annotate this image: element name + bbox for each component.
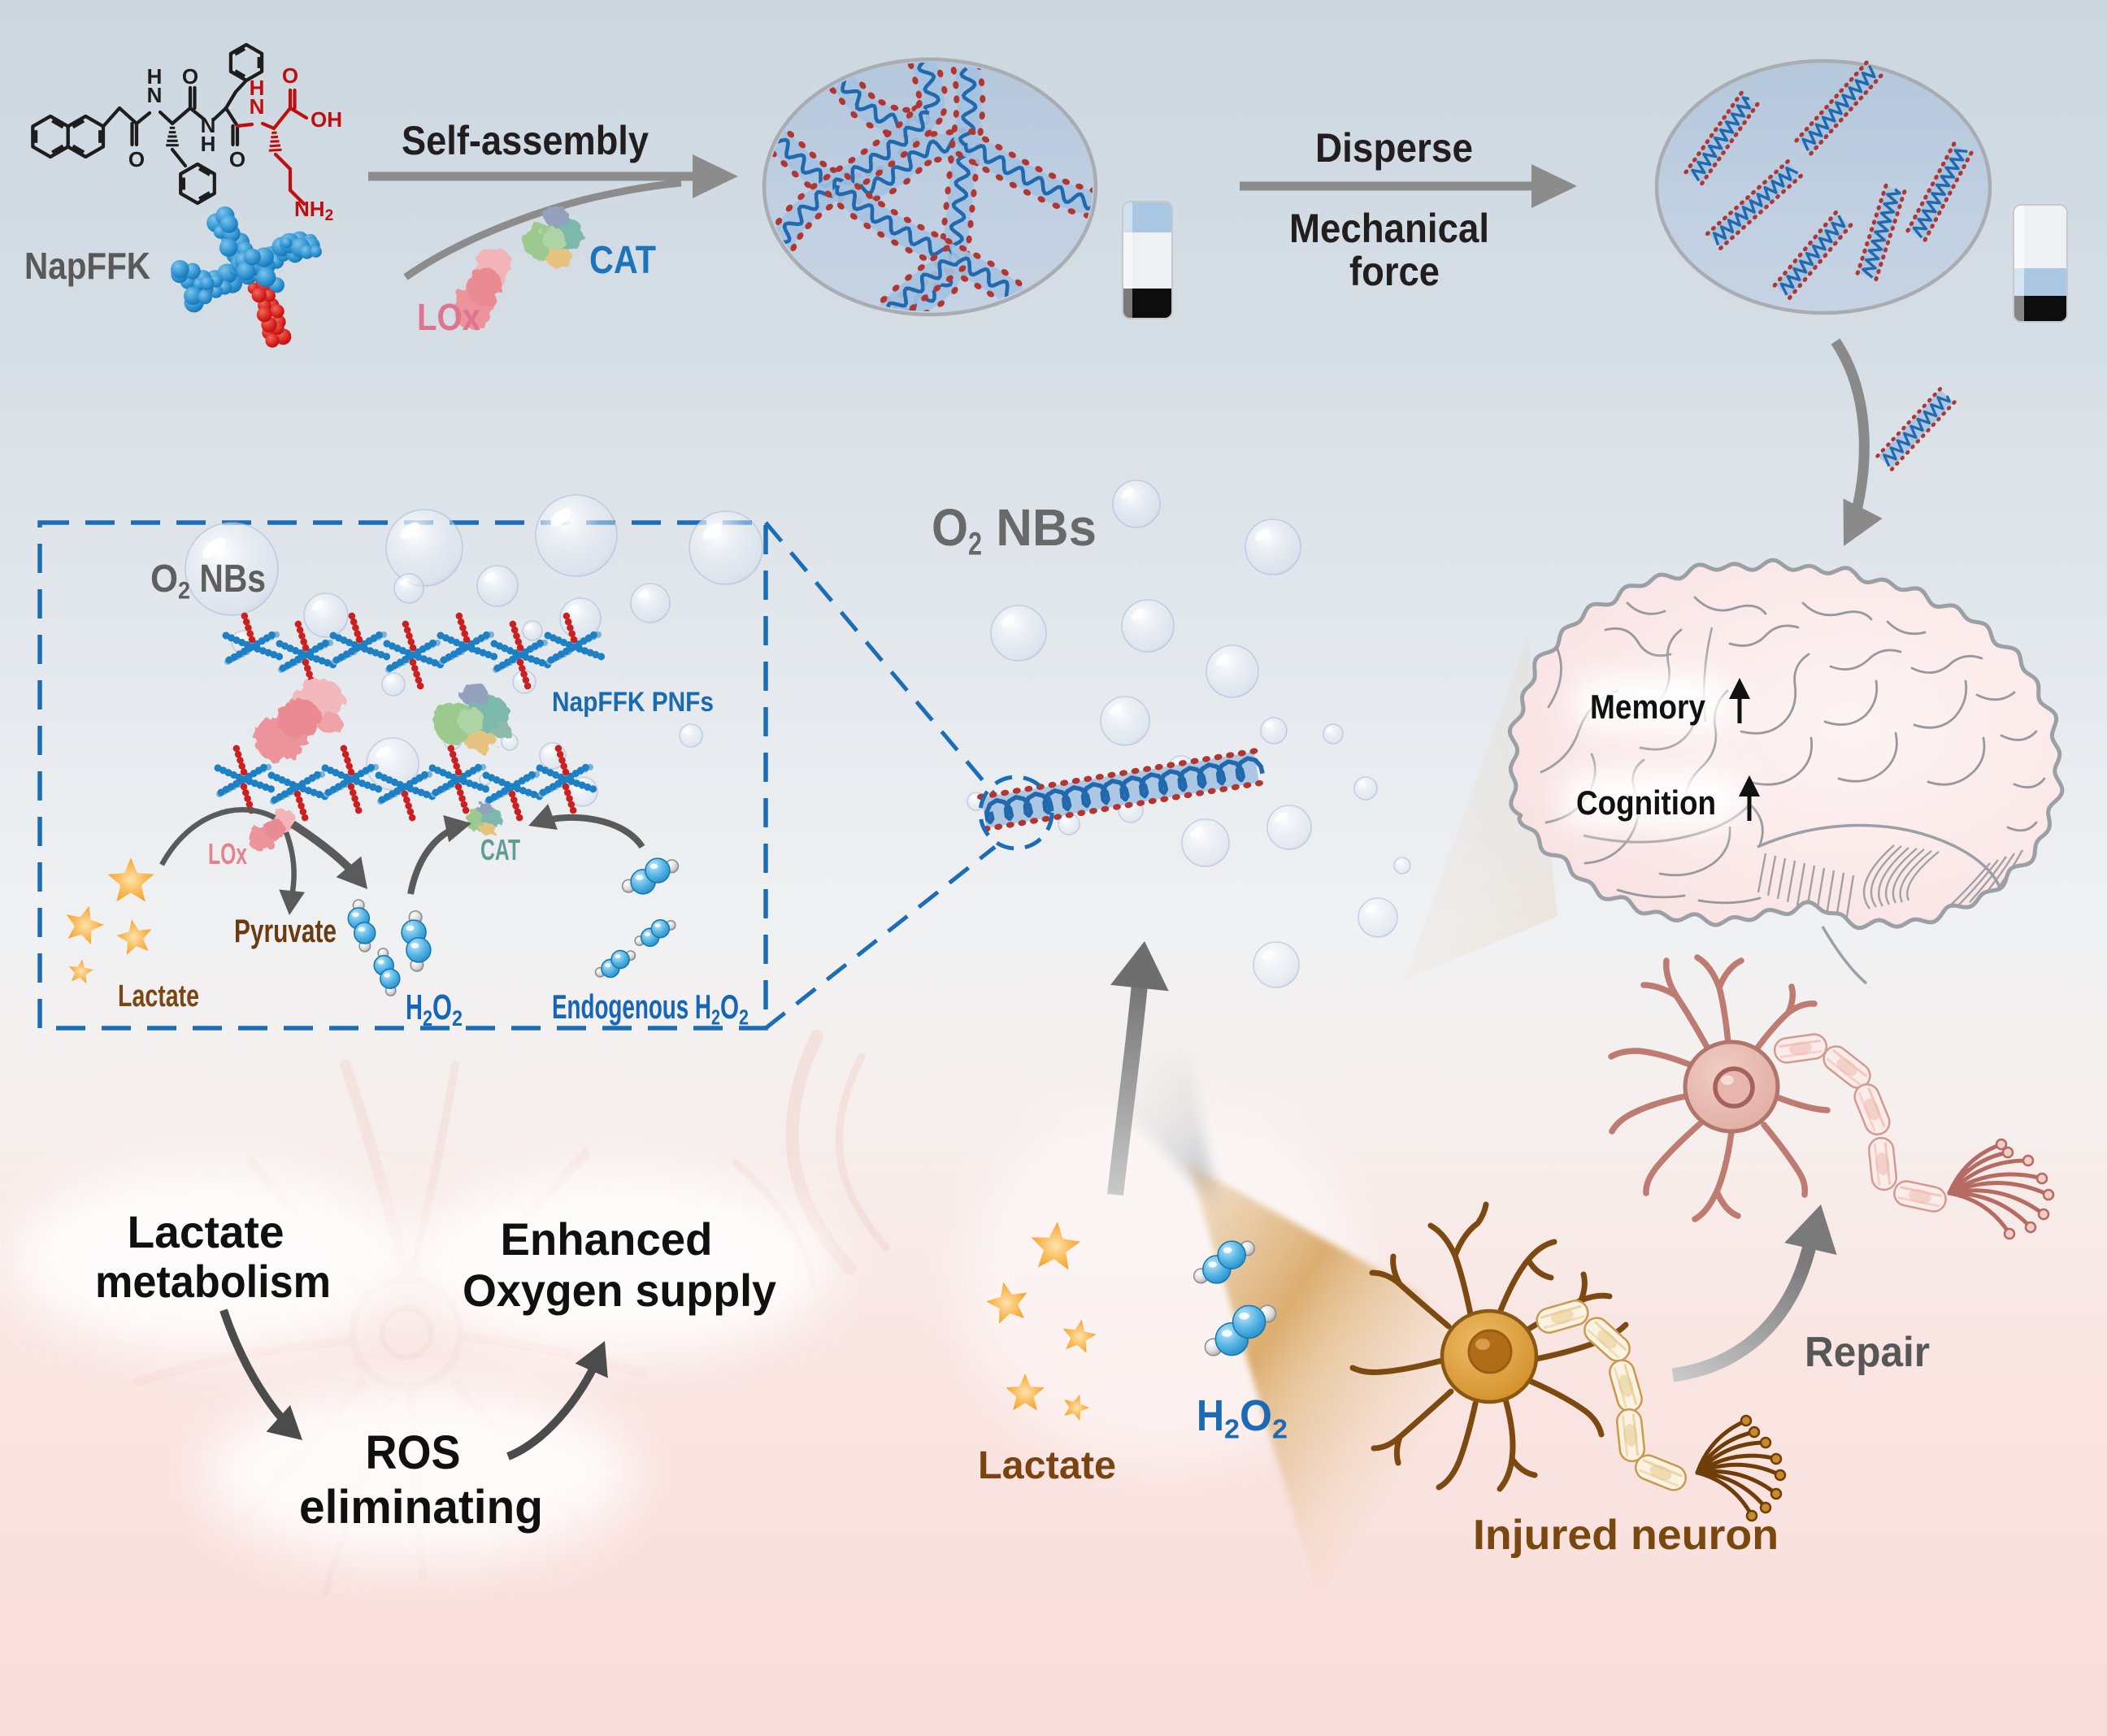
svg-text:Lactate: Lactate: [128, 1206, 285, 1257]
svg-text:N: N: [201, 113, 216, 137]
svg-text:Enhanced: Enhanced: [501, 1213, 713, 1265]
svg-text:force: force: [1349, 249, 1440, 294]
svg-text:Lactate: Lactate: [118, 979, 199, 1013]
svg-text:Lactate: Lactate: [978, 1444, 1116, 1487]
svg-text:NBs: NBs: [190, 558, 266, 601]
svg-text:eliminating: eliminating: [299, 1481, 543, 1534]
svg-text:H: H: [250, 76, 265, 100]
svg-text:H: H: [147, 64, 163, 89]
svg-text:O: O: [932, 498, 968, 557]
svg-text:NBs: NBs: [982, 498, 1097, 557]
svg-text:O: O: [282, 63, 298, 88]
svg-text:2: 2: [423, 1006, 432, 1031]
svg-text:O: O: [720, 987, 739, 1026]
svg-text:O: O: [182, 64, 198, 89]
svg-text:H: H: [1197, 1391, 1224, 1440]
svg-text:O: O: [229, 147, 245, 171]
svg-text:2: 2: [968, 527, 982, 562]
svg-text:CAT: CAT: [480, 833, 520, 866]
svg-text:2: 2: [711, 1005, 720, 1030]
svg-text:O: O: [432, 987, 452, 1027]
svg-text:Endogenous H: Endogenous H: [552, 987, 711, 1026]
svg-text:2: 2: [739, 1005, 749, 1030]
svg-text:O: O: [150, 558, 178, 601]
svg-text:H: H: [406, 987, 423, 1027]
svg-text:ROS: ROS: [366, 1426, 461, 1479]
svg-text:NapFFK: NapFFK: [24, 245, 150, 287]
svg-text:2: 2: [1272, 1414, 1288, 1444]
svg-text:LOx: LOx: [208, 837, 247, 870]
svg-text:metabolism: metabolism: [95, 1256, 331, 1307]
svg-text:N: N: [250, 94, 265, 119]
svg-text:O: O: [1240, 1391, 1272, 1440]
svg-text:O: O: [128, 147, 145, 171]
svg-text:Pyruvate: Pyruvate: [234, 914, 337, 949]
svg-text:H: H: [201, 132, 216, 156]
svg-text:LOx: LOx: [417, 296, 480, 338]
svg-text:OH: OH: [311, 107, 342, 132]
svg-text:Disperse: Disperse: [1315, 125, 1473, 171]
svg-text:Oxygen supply: Oxygen supply: [463, 1265, 776, 1316]
svg-text:2: 2: [1224, 1414, 1240, 1444]
svg-text:NapFFK PNFs: NapFFK PNFs: [552, 687, 714, 718]
svg-text:Memory: Memory: [1590, 688, 1706, 726]
svg-text:2: 2: [452, 1006, 463, 1031]
svg-text:Injured neuron: Injured neuron: [1473, 1512, 1779, 1559]
svg-text:CAT: CAT: [589, 239, 656, 282]
svg-text:Mechanical: Mechanical: [1289, 206, 1489, 251]
svg-text:Repair: Repair: [1805, 1329, 1930, 1376]
svg-text:Self-assembly: Self-assembly: [402, 118, 649, 163]
svg-text:Cognition: Cognition: [1576, 783, 1716, 822]
svg-text:N: N: [147, 83, 163, 107]
svg-text:2: 2: [178, 578, 190, 605]
